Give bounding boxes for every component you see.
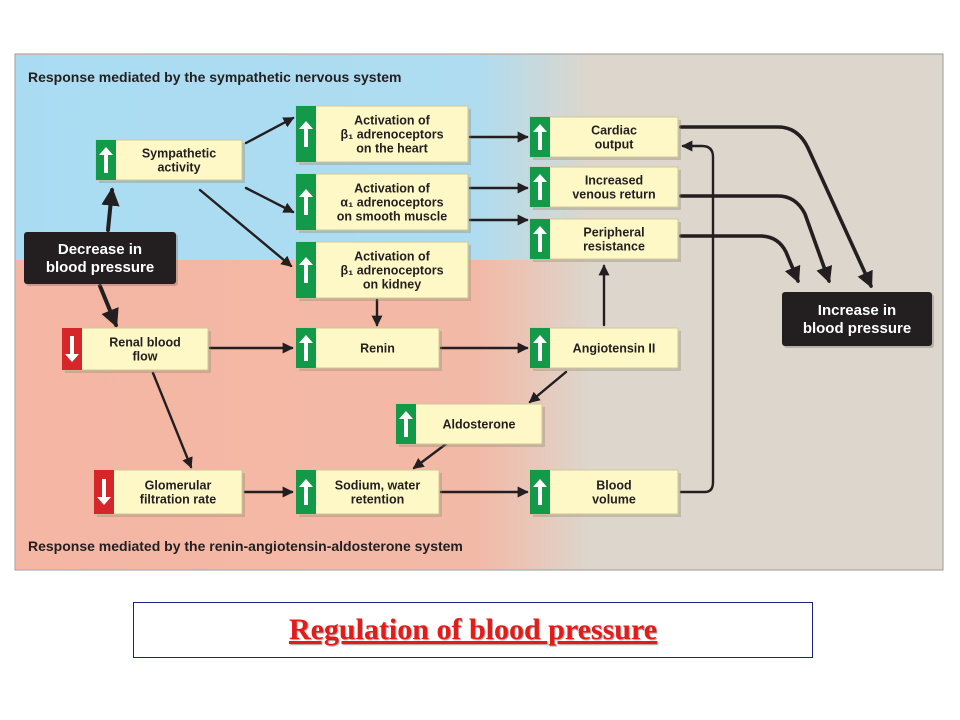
renal-flow-label-2: flow — [133, 350, 158, 364]
arrow-venous-to-increase — [679, 194, 833, 284]
peripheral-box — [529, 218, 679, 260]
beta1-kidney-label-3: on kidney — [363, 278, 421, 292]
venous-return-label-1: Increased — [585, 174, 643, 188]
up-arrow-icon — [299, 335, 313, 361]
peripheral-label-1: Peripheral — [583, 226, 644, 240]
up-arrow-icon — [99, 147, 113, 173]
arrow-symp-to-beta1-heart — [244, 116, 295, 145]
up-arrow-icon — [399, 411, 413, 437]
bottom-heading: Response mediated by the renin-angiotens… — [28, 538, 463, 554]
up-arrow-icon — [299, 121, 313, 147]
renal-flow-label-1: Renal blood — [109, 336, 181, 350]
aldosterone-box — [395, 403, 543, 445]
increase-bp-box — [782, 292, 932, 346]
arrow-symp-to-alpha1 — [244, 186, 295, 214]
up-arrow-icon — [533, 479, 547, 505]
beta1-heart-label-2: β₁ adrenoceptors — [340, 128, 443, 142]
connector-arrows — [98, 116, 873, 498]
increase-bp-label-2: blood pressure — [803, 320, 911, 337]
decrease-bp-box — [24, 232, 176, 284]
angiotensin-label-1: Angiotensin II — [573, 342, 656, 356]
up-arrow-icon — [533, 174, 547, 200]
peripheral-label-2: resistance — [583, 240, 645, 254]
down-arrow-icon — [65, 336, 79, 362]
alpha1-label-2: α₁ adrenoceptors — [340, 196, 443, 210]
up-arrow-icon — [533, 335, 547, 361]
arrow-angiotensin-to-aldosterone — [528, 370, 568, 404]
up-arrow-icon — [299, 479, 313, 505]
beta1-heart-box — [295, 105, 469, 163]
beta1-kidney-label-2: β₁ adrenoceptors — [340, 264, 443, 278]
arrow-symp-to-beta1-kidney — [198, 188, 293, 268]
sympathetic-label-2: activity — [157, 161, 200, 175]
increase-bp-label-1: Increase in — [818, 302, 896, 319]
beta1-heart-label-1: Activation of — [354, 114, 431, 128]
blood-volume-label-2: volume — [592, 493, 636, 507]
top-heading: Response mediated by the sympathetic ner… — [28, 69, 401, 85]
up-arrow-icon — [533, 226, 547, 252]
beta1-kidney-box — [295, 241, 469, 299]
arrow-decrease-to-sympathetic — [101, 187, 120, 232]
up-arrow-icon — [299, 257, 313, 283]
arrow-volume-to-cardiac — [679, 140, 715, 494]
sodium-box — [295, 469, 440, 515]
venous-return-box — [529, 166, 679, 208]
sodium-label-1: Sodium, water — [335, 479, 421, 493]
renin-box — [295, 327, 440, 369]
alpha1-box — [295, 173, 469, 231]
arrow-renal-to-gfr — [151, 371, 193, 469]
caption-title: Regulation of blood pressure — [288, 613, 658, 646]
sympathetic-label-1: Sympathetic — [142, 147, 216, 161]
up-arrow-icon — [299, 189, 313, 215]
beta1-heart-label-3: on the heart — [356, 142, 428, 156]
renin-label-1: Renin — [360, 342, 395, 356]
aldosterone-label-1: Aldosterone — [443, 418, 516, 432]
up-arrow-icon — [533, 124, 547, 150]
node-angiotensin: Angiotensin II — [529, 327, 681, 371]
gfr-box — [93, 469, 243, 515]
arrow-decrease-to-renal — [98, 284, 119, 328]
alpha1-label-1: Activation of — [354, 182, 431, 196]
beta1-kidney-label-1: Activation of — [354, 250, 431, 264]
gfr-label-1: Glomerular — [145, 479, 212, 493]
arrow-peripheral-to-increase — [679, 234, 801, 284]
node-aldosterone: Aldosterone — [395, 403, 545, 447]
cardiac-output-label-2: output — [595, 138, 635, 152]
down-arrow-icon — [97, 479, 111, 505]
arrow-aldosterone-to-sodium — [412, 442, 448, 470]
sodium-label-2: retention — [351, 493, 404, 507]
alpha1-label-3: on smooth muscle — [337, 210, 447, 224]
gfr-label-2: filtration rate — [140, 493, 216, 507]
decrease-bp-label-1: Decrease in — [58, 241, 142, 258]
renal-flow-box — [61, 327, 209, 371]
blood-volume-label-1: Blood — [596, 479, 631, 493]
arrow-cardiac-to-increase — [679, 125, 873, 289]
caption-box: Regulation of blood pressure — [133, 602, 813, 658]
cardiac-output-label-1: Cardiac — [591, 124, 637, 138]
decrease-bp-label-2: blood pressure — [46, 259, 154, 276]
node-renin: Renin — [295, 327, 442, 371]
venous-return-label-2: venous return — [572, 188, 655, 202]
blood-volume-box — [529, 469, 679, 515]
